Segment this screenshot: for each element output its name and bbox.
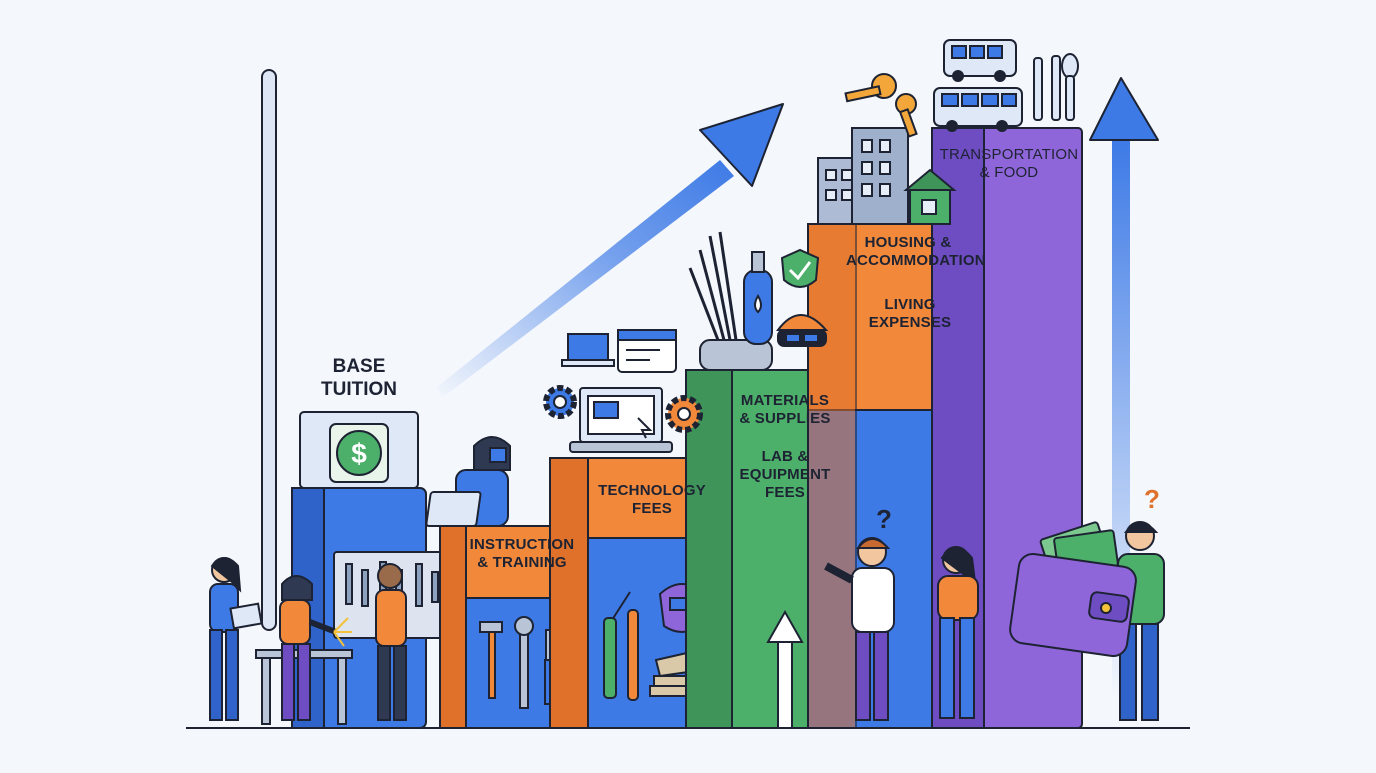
welding-torch-icon bbox=[603, 591, 639, 701]
question-mark-1: ? bbox=[876, 504, 892, 534]
label-materials-supplies: MATERIALS & SUPPLIES bbox=[739, 392, 831, 427]
house-icon bbox=[903, 168, 957, 225]
person-confused-man bbox=[824, 537, 895, 721]
person-woman-phone bbox=[937, 546, 979, 719]
label-instruction-training: INSTRUCTION & TRAINING bbox=[469, 536, 575, 571]
label-housing-accommodation: HOUSING & ACCOMMODATION bbox=[846, 234, 986, 269]
person-welder bbox=[255, 575, 353, 725]
main-laptop bbox=[569, 387, 673, 453]
person-laptop-welder bbox=[425, 436, 511, 527]
building-icon bbox=[817, 127, 909, 225]
trend-arrow-icon bbox=[436, 103, 784, 398]
wrench-icon bbox=[514, 616, 534, 709]
sparkle-icon bbox=[333, 617, 352, 647]
knife-icon bbox=[1051, 55, 1061, 121]
label-living-expenses: LIVING EXPENSES bbox=[868, 296, 952, 331]
label-transportation-food: TRANSPORTATION & FOOD bbox=[939, 146, 1079, 181]
spoon-icon bbox=[1061, 53, 1079, 79]
laptop-icon bbox=[561, 333, 615, 367]
hammer-icon bbox=[479, 621, 503, 699]
wallet-icon bbox=[1009, 553, 1137, 657]
column-base-tuition: $ bbox=[291, 411, 445, 729]
label-base-tuition: BASE TUITION bbox=[321, 356, 397, 400]
bus-icon bbox=[933, 39, 1023, 132]
browser-window-icon bbox=[617, 329, 677, 373]
person-apron-man bbox=[375, 563, 407, 721]
person-woman-tablet bbox=[209, 557, 263, 721]
gear-icon bbox=[543, 385, 703, 433]
cutlery bbox=[1033, 53, 1079, 121]
key-icon bbox=[844, 73, 918, 138]
gas-cylinder-icon bbox=[743, 251, 773, 345]
welding-rods-icon bbox=[688, 231, 773, 371]
safety-helmet-icon bbox=[776, 314, 829, 347]
dollar-glyph: $ bbox=[351, 438, 367, 469]
up-arrow-small bbox=[766, 609, 804, 729]
vertical-axis bbox=[261, 69, 277, 631]
label-technology-fees: TECHNOLOGY FEES bbox=[598, 482, 706, 517]
fork-icon bbox=[1033, 57, 1043, 121]
cursor-icon bbox=[637, 417, 653, 439]
dollar-sign-icon bbox=[336, 430, 382, 476]
label-lab-equipment-fees: LAB & EQUIPMENT FEES bbox=[739, 448, 831, 501]
question-mark-2: ? bbox=[1144, 484, 1160, 514]
shield-check-icon bbox=[780, 248, 820, 288]
